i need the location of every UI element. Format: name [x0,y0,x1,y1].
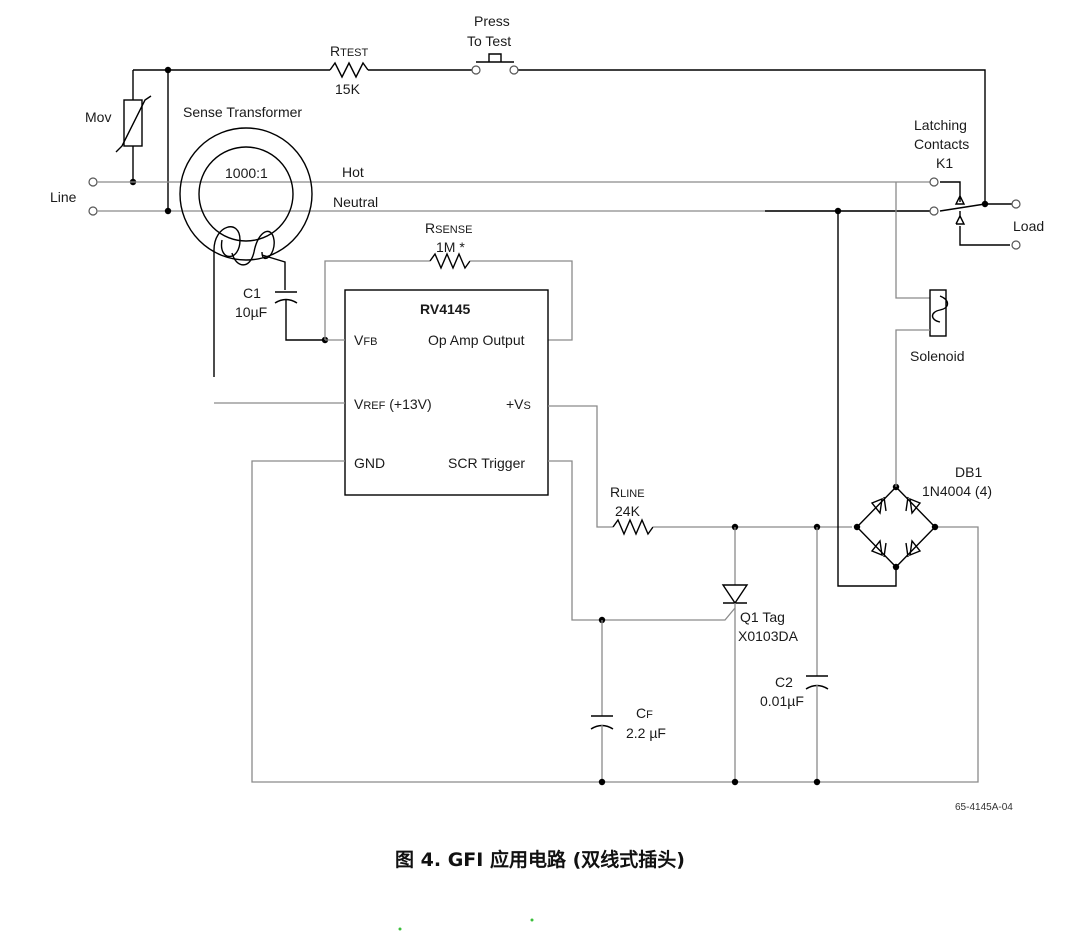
press-to-test-switch [471,53,519,75]
rline-label: RLINE [610,484,645,500]
db1-bridge-rectifier [856,485,936,569]
mov-label: Mov [85,109,111,125]
ground-rail [251,460,979,783]
c1-label: C1 [243,285,261,301]
rsense-resistor [429,252,471,270]
line-hot-terminal [88,177,98,187]
rline-resistor [612,518,654,536]
junction-dot [931,523,939,531]
rtest-resistor [329,61,369,79]
junction-dot [813,778,821,786]
artifact-dot [398,927,402,931]
figure-code: 65-4145A-04 [955,802,1013,813]
junction-dot [598,778,606,786]
neutral-label: Neutral [333,194,378,210]
q1-label: Q1 Tag [740,609,785,625]
pin-opamp-output: Op Amp Output [428,332,525,348]
sense-transformer [179,127,313,377]
line-label: Line [50,189,77,205]
ic-name: RV4145 [420,301,471,317]
contacts-label: Contacts [914,136,969,152]
ic-rv4145 [344,289,549,496]
junction-dot [164,207,172,215]
pin-vref: VREF (+13V) [354,396,432,412]
c1-capacitor [274,291,325,341]
c2-value: 0.01µF [760,693,804,709]
q1-scr [721,527,749,782]
solenoid [895,182,949,487]
pin-scr-trigger: SCR Trigger [448,455,525,471]
junction-dot [731,778,739,786]
solenoid-label: Solenoid [910,348,965,364]
rtest-label: RTEST [330,43,369,59]
cf-capacitor [590,620,614,782]
junction-dot [164,66,172,74]
k1-label: K1 [936,155,953,171]
load-label: Load [1013,218,1044,234]
c1-value: 10µF [235,304,267,320]
ratio-label: 1000:1 [225,165,268,181]
line-neutral-terminal [88,206,98,216]
rline-value: 24K [615,503,641,519]
rtest-value: 15K [335,81,361,97]
db1-value: 1N4004 (4) [922,483,992,499]
artifact-dot [530,918,534,922]
c2-label: C2 [775,674,793,690]
pin-gnd: GND [354,455,385,471]
load-terminal-2 [1011,240,1021,250]
pin-vfb: VFB [354,332,377,348]
pin-vs: +VS [506,396,531,412]
to-test-label: To Test [467,33,511,49]
figure-caption: 图 4. GFI 应用电路 (双线式插头) [395,848,685,871]
hot-label: Hot [342,164,364,180]
sense-transformer-label: Sense Transformer [183,104,302,120]
press-label: Press [474,13,510,29]
junction-dot [853,523,861,531]
mov-varistor [115,95,152,182]
c2-capacitor [805,527,829,782]
rsense-value: 1M * [436,239,465,255]
db1-label: DB1 [955,464,982,480]
latching-label: Latching [914,117,967,133]
k1-latching-contacts [929,177,1010,246]
cf-label: CF [636,705,653,721]
q1-value: X0103DA [738,628,799,644]
rsense-label: RSENSE [425,220,472,236]
cf-value: 2.2 µF [626,725,666,741]
test-branch-wire [132,69,986,211]
load-terminal-1 [1011,199,1021,209]
